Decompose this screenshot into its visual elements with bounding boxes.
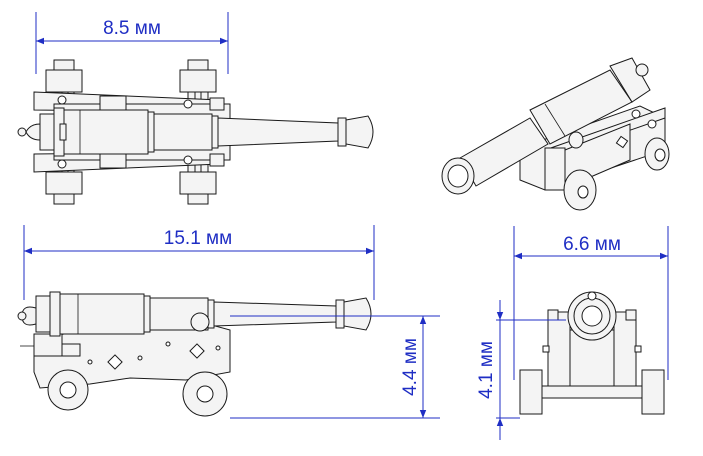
side-length-dimension: 15.1 мм [23, 225, 375, 300]
top-view-barrel [17, 107, 374, 157]
iso-wheels [563, 137, 670, 211]
top-width-label: 8.5 мм [103, 18, 161, 39]
front-width-label: 6.6 мм [563, 234, 621, 255]
front-width-dimension: 6.6 мм [513, 226, 669, 380]
side-view [17, 291, 372, 417]
isometric-view [441, 57, 670, 211]
top-view [17, 59, 374, 205]
front-view [519, 291, 665, 415]
front-height-dimension: 4.1 мм [476, 300, 566, 440]
front-view-barrel [567, 291, 617, 341]
side-view-wheels [47, 369, 228, 417]
side-height-label: 4.4 мм [400, 338, 421, 396]
side-view-barrel [17, 291, 372, 337]
iso-barrel [441, 57, 651, 195]
side-height-dimension: 4.4 мм [230, 315, 440, 419]
side-length-label: 15.1 мм [164, 228, 232, 249]
top-width-dimension: 8.5 мм [35, 12, 229, 74]
side-view-carriage [20, 317, 231, 389]
front-height-label: 4.1 мм [476, 341, 497, 399]
front-view-wheels [519, 369, 665, 415]
